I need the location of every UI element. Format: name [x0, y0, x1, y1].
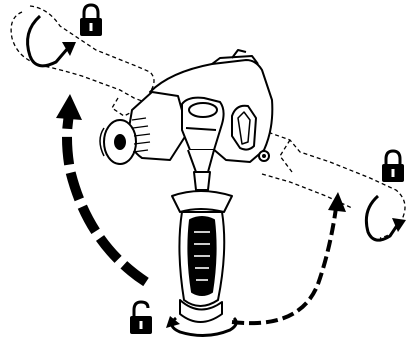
- dashed-handle-position-right: [262, 130, 405, 238]
- padlock-closed-icon: [80, 5, 102, 36]
- twist-arrow-upper-left: [28, 16, 76, 66]
- rotation-arrow-right-arc: [232, 192, 346, 323]
- drill-chuck: [100, 92, 188, 164]
- handle-clamp-collar: [182, 98, 224, 172]
- padlock-closed-icon: [382, 151, 404, 182]
- padlock-open-icon: [130, 302, 152, 334]
- side-handle: [172, 172, 232, 322]
- twist-arrow-right: [366, 196, 406, 240]
